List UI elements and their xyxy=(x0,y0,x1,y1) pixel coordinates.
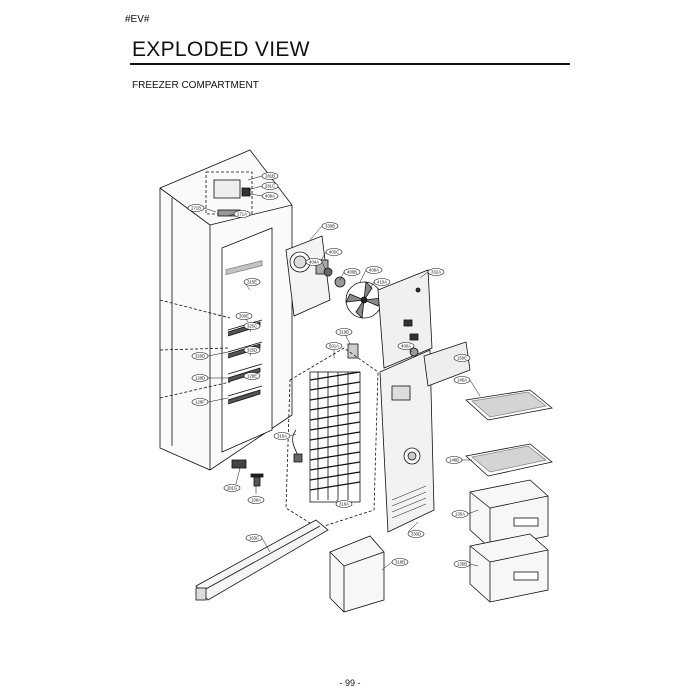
svg-text:319B: 319B xyxy=(339,330,349,335)
bottom-cover xyxy=(195,519,329,601)
svg-text:325D: 325D xyxy=(247,348,257,353)
section-subtitle: FREEZER COMPARTMENT xyxy=(132,80,259,91)
svg-text:404A: 404A xyxy=(309,260,319,265)
part-label: 158C xyxy=(453,354,471,362)
svg-text:300E: 300E xyxy=(239,314,249,319)
svg-text:158C: 158C xyxy=(457,356,467,361)
svg-text:400A: 400A xyxy=(401,344,411,349)
air-duct xyxy=(409,341,471,387)
part-label: 135A xyxy=(451,509,479,518)
shelf-lower xyxy=(465,443,553,477)
part-label: 409A xyxy=(359,266,383,283)
svg-text:271B: 271B xyxy=(191,206,201,211)
title-divider xyxy=(130,63,570,65)
part-label: 330D xyxy=(407,521,425,538)
part-label: 328D xyxy=(191,351,229,360)
svg-text:318A: 318A xyxy=(339,502,349,507)
page-title: EXPLODED VIEW xyxy=(132,38,310,61)
svg-text:406A: 406A xyxy=(265,194,275,199)
svg-text:409A: 409A xyxy=(369,268,379,273)
svg-text:281C: 281C xyxy=(265,184,275,189)
part-label: 410A xyxy=(369,278,391,289)
svg-text:316B: 316B xyxy=(395,560,405,565)
fan-blade xyxy=(345,281,383,319)
part-label: 128E xyxy=(243,372,261,381)
part-label: 271B xyxy=(187,204,217,213)
part-label: 325D xyxy=(243,346,261,357)
page-number: - 99 - xyxy=(339,678,361,688)
svg-text:330D: 330D xyxy=(411,532,421,537)
svg-text:405C: 405C xyxy=(329,250,339,255)
svg-text:271A: 271A xyxy=(237,212,247,217)
svg-text:128E: 128E xyxy=(247,374,257,379)
part-label: 106A xyxy=(247,486,265,504)
part-label: 405C xyxy=(319,248,343,263)
shelf-upper xyxy=(465,389,553,421)
part-label: 318A xyxy=(335,499,353,508)
svg-text:145A: 145A xyxy=(457,378,467,383)
part-label: 400B xyxy=(339,268,361,281)
part-label: 128F xyxy=(191,397,229,406)
svg-text:400B: 400B xyxy=(347,270,357,275)
part-label: 325C xyxy=(243,322,261,333)
svg-text:281G: 281G xyxy=(227,486,237,491)
part-label: 145A xyxy=(453,376,481,397)
svg-text:501A: 501A xyxy=(329,344,339,349)
svg-text:332A: 332A xyxy=(431,270,441,275)
svg-text:315A: 315A xyxy=(277,434,287,439)
svg-text:135B: 135B xyxy=(457,562,467,567)
drawer-upper xyxy=(469,479,549,549)
svg-text:163C: 163C xyxy=(249,536,259,541)
part-label: 128D xyxy=(191,374,228,382)
top-detail-box xyxy=(205,171,253,217)
part-label: 315A xyxy=(273,432,297,440)
part-label: 400A xyxy=(397,342,415,353)
part-label: 300E xyxy=(235,312,253,323)
part-319b xyxy=(347,343,359,359)
svg-text:128D: 128D xyxy=(195,376,205,381)
part-label: 281C xyxy=(247,182,279,191)
part-label: 315E xyxy=(243,278,261,291)
svg-text:328D: 328D xyxy=(195,354,205,359)
rear-cover-panel xyxy=(377,269,433,369)
svg-text:410A: 410A xyxy=(377,280,387,285)
part-label: 281G xyxy=(223,467,241,492)
svg-text:315E: 315E xyxy=(247,280,257,285)
part-label: 332A xyxy=(419,268,445,279)
svg-text:325C: 325C xyxy=(247,324,257,329)
part-label: 501A xyxy=(325,342,343,358)
part-label: 281B xyxy=(247,172,279,181)
drawer-lower xyxy=(469,533,549,603)
part-label: 163C xyxy=(245,534,271,553)
screw-part xyxy=(250,473,264,487)
freezer-cabinet xyxy=(159,149,293,471)
part-label: 406A xyxy=(249,192,279,200)
lower-duct xyxy=(329,535,385,613)
svg-text:135A: 135A xyxy=(455,512,465,517)
part-label: 316B xyxy=(381,558,409,571)
part-label: 148B xyxy=(445,456,472,464)
svg-text:281B: 281B xyxy=(265,174,275,179)
part-label: 271A xyxy=(227,210,251,218)
svg-text:106A: 106A xyxy=(251,498,261,503)
part-label: 330B xyxy=(309,222,339,241)
page-tag: #EV# xyxy=(125,14,150,25)
svg-text:128F: 128F xyxy=(195,400,205,405)
part-label: 319B xyxy=(335,328,353,345)
svg-text:148B: 148B xyxy=(449,458,459,463)
part-labels: 281B 281C 406A 271B 271A 330B 405C 404A … xyxy=(187,172,481,571)
svg-text:330B: 330B xyxy=(325,224,335,229)
evaporator-cover xyxy=(379,349,435,533)
evaporator-assembly xyxy=(285,347,379,529)
fan-motor-bracket xyxy=(285,235,346,317)
part-label: 135B xyxy=(453,560,479,568)
part-label: 404A xyxy=(305,258,327,271)
